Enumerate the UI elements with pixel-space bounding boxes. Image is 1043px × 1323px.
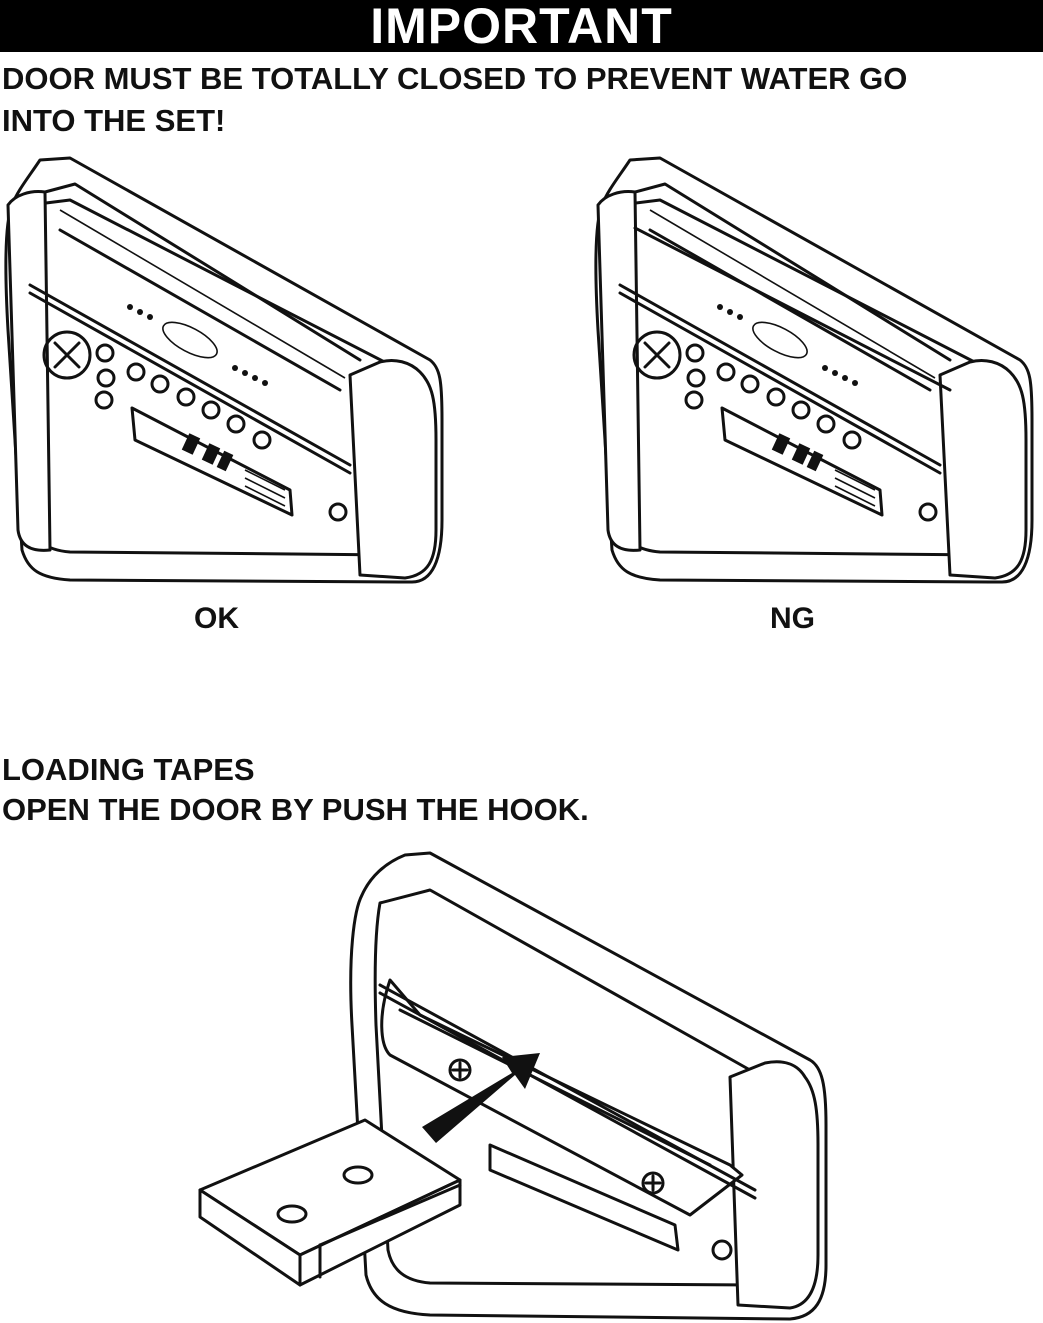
loading-instruction: OPEN THE DOOR BY PUSH THE HOOK.: [2, 792, 589, 827]
ok-caption: OK: [194, 602, 239, 635]
loading-tape-figure: [198, 851, 828, 1321]
loading-section: LOADING TAPES OPEN THE DOOR BY PUSH THE …: [2, 750, 589, 830]
loading-heading: LOADING TAPES: [2, 752, 255, 787]
important-banner: IMPORTANT: [0, 0, 1043, 54]
warning-line-1: DOOR MUST BE TOTALLY CLOSED TO PREVENT W…: [2, 61, 908, 96]
radio-door-closed-figure: [4, 156, 444, 584]
door-warning: DOOR MUST BE TOTALLY CLOSED TO PREVENT W…: [2, 58, 1042, 142]
radio-door-open-figure: [594, 156, 1034, 584]
warning-line-2: INTO THE SET!: [2, 103, 226, 138]
ng-caption: NG: [770, 602, 815, 635]
banner-title: IMPORTANT: [370, 0, 673, 54]
